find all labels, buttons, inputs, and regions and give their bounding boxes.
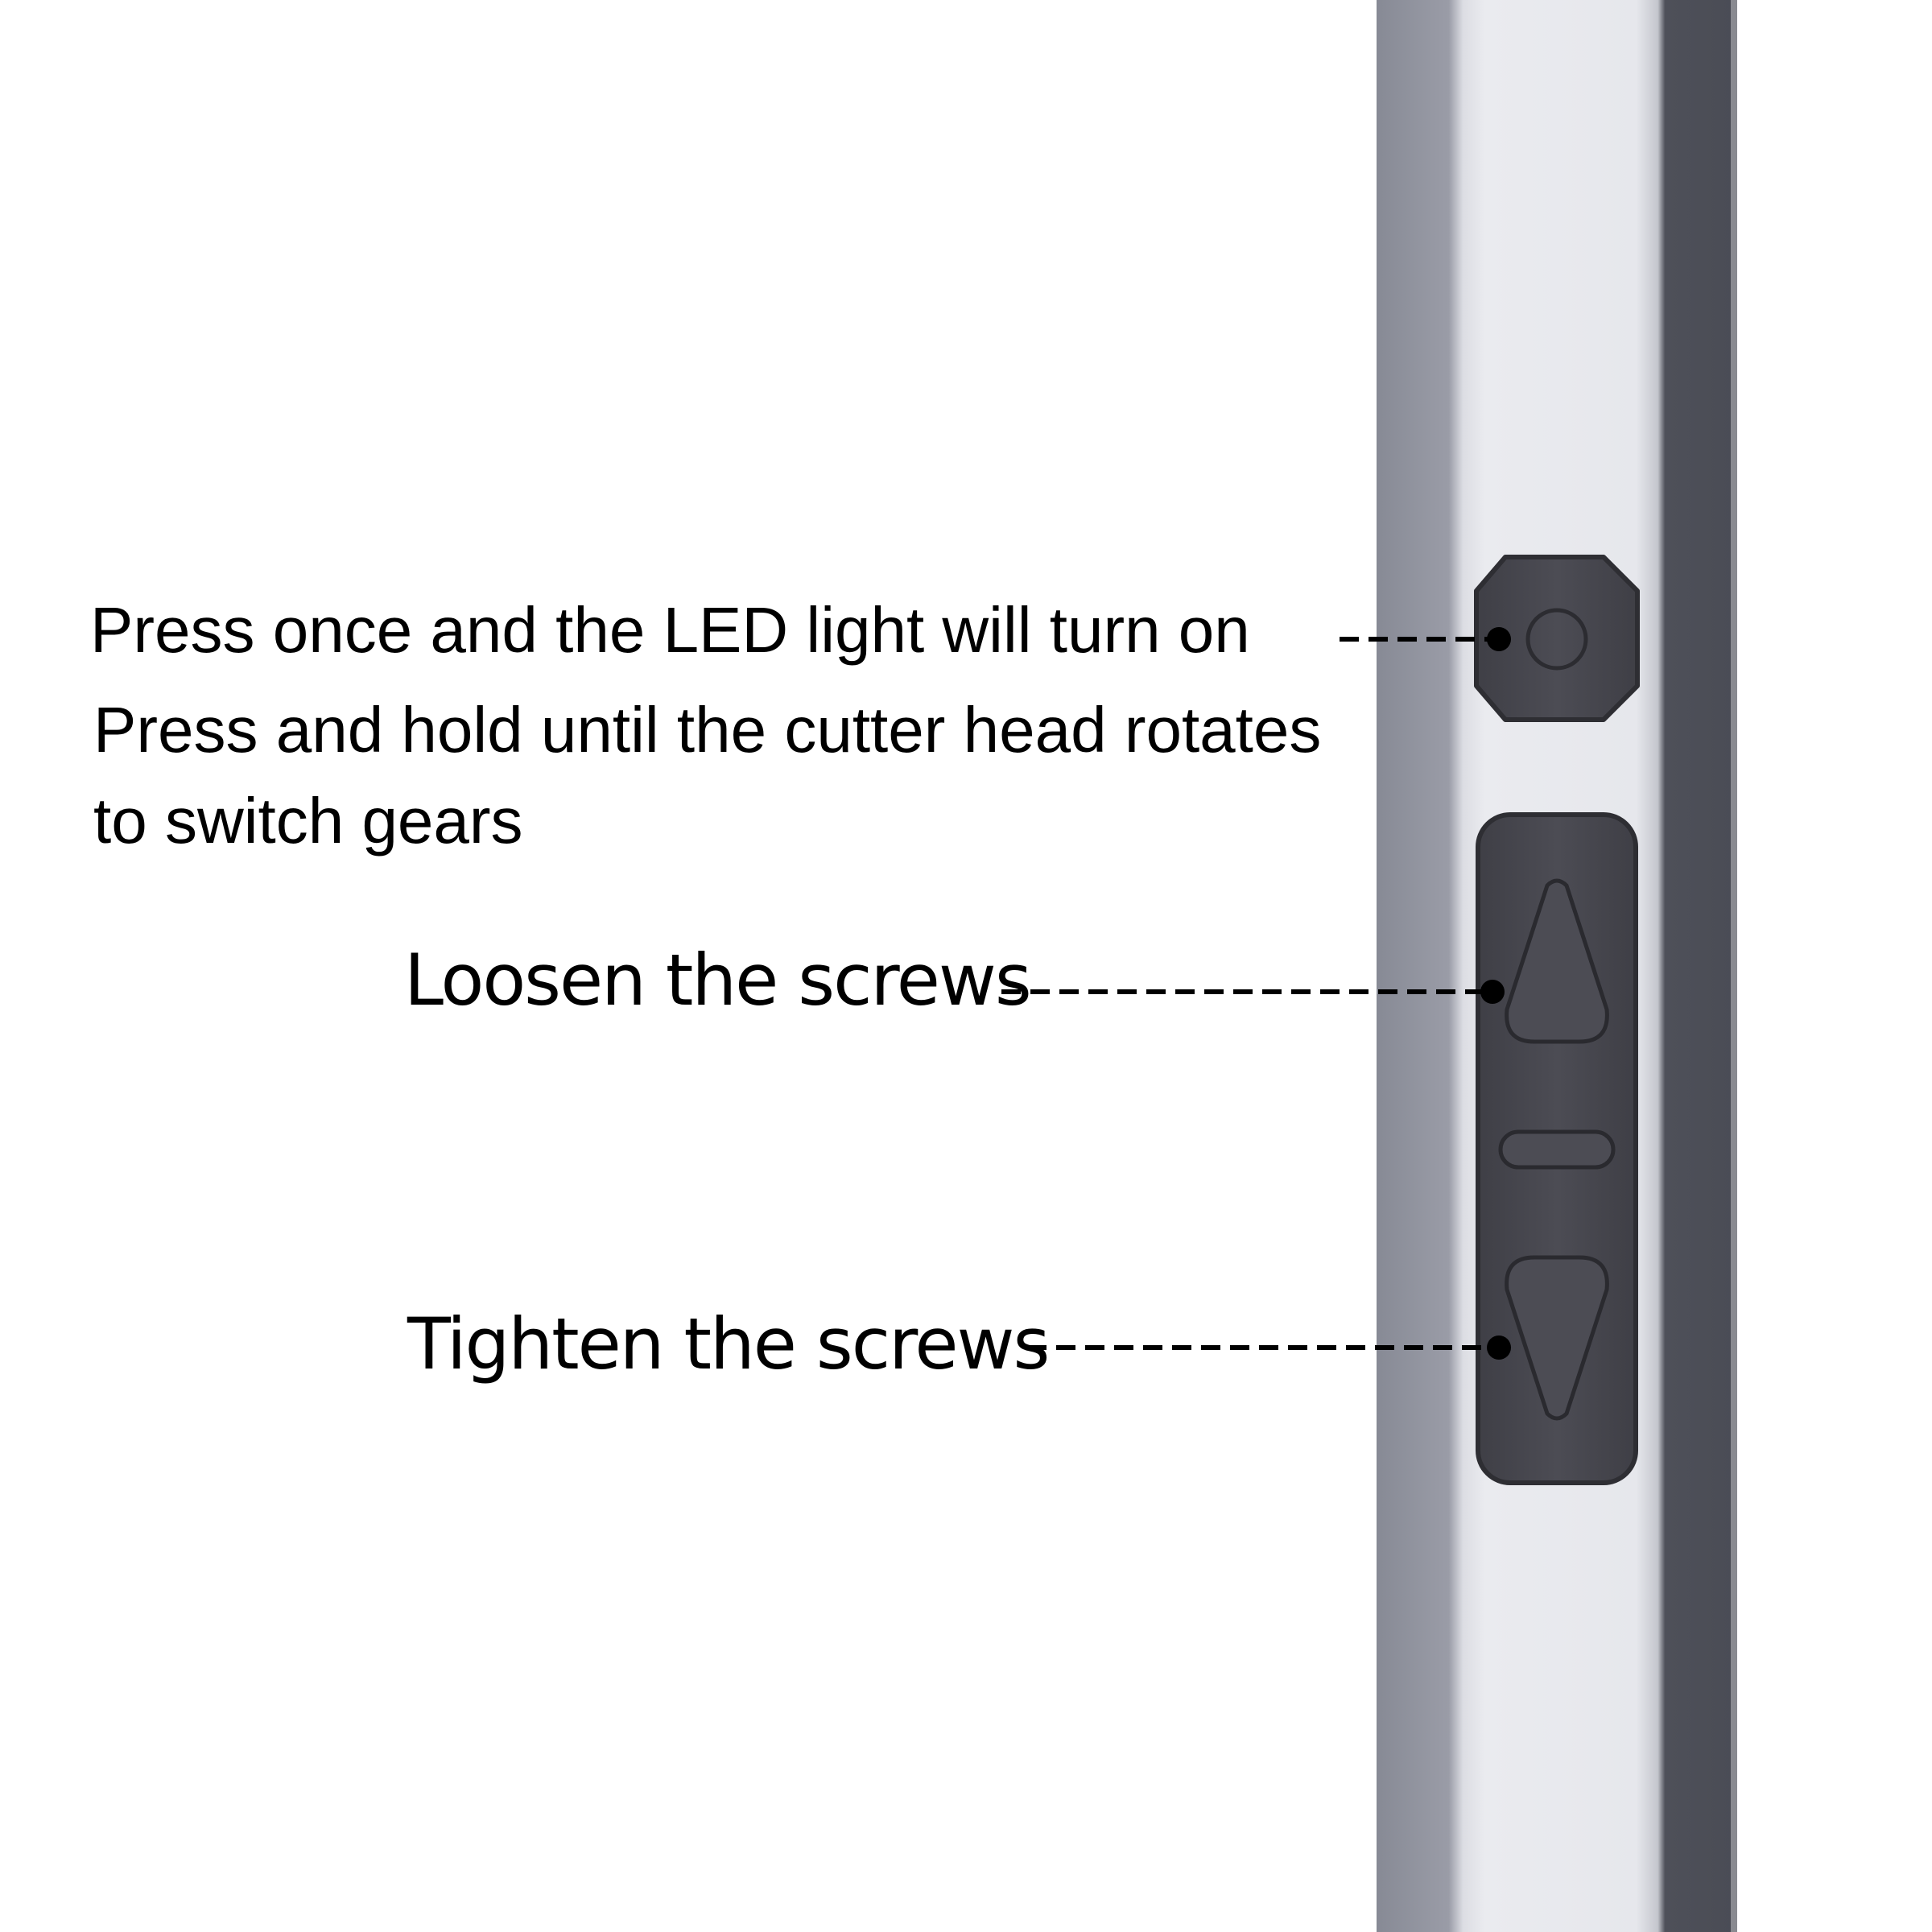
leader-loosen [1001,980,1505,1004]
power-button-label-line-2: Press and hold until the cutter head rot… [93,694,1322,766]
loosen-label: Loosen the screws [404,939,1032,1022]
power-button-label-line-3: to switch gears [93,785,523,857]
device-body-edge [1731,0,1739,1932]
leader-power [1340,627,1511,651]
rocker-button [1476,812,1638,1485]
leader-tighten [1027,1335,1511,1360]
up-triangle-icon [1505,878,1609,1044]
down-triangle-icon [1505,1255,1609,1421]
power-button-label-line-1: Press once and the LED light will turn o… [90,594,1250,666]
pill-divider-icon [1498,1129,1616,1170]
power-button [1474,555,1640,722]
tighten-label: Tighten the screws [407,1302,1050,1385]
circle-button-icon [1525,608,1588,671]
